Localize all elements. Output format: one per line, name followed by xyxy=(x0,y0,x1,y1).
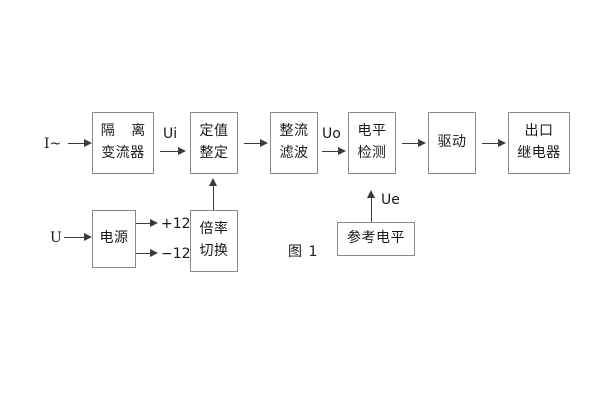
signal-ui-label: Ui xyxy=(163,126,178,142)
signal-ue-label: Ue xyxy=(381,192,400,208)
arrowhead-uo xyxy=(338,147,346,155)
arrowhead-rail-pos xyxy=(150,219,158,227)
block-level-detect-line2: 检测 xyxy=(357,145,387,161)
arrowhead-ui xyxy=(178,147,186,155)
arrowhead-rail-neg xyxy=(150,249,158,257)
block-isolation-ct-line2: 变流器 xyxy=(101,145,145,161)
connector-uo xyxy=(322,151,340,152)
connector-ui xyxy=(160,151,180,152)
arrowhead-drive-to-relay xyxy=(498,139,506,147)
figure-caption: 图 1 xyxy=(288,244,319,260)
block-rectify-filter-line2: 滤波 xyxy=(279,145,309,161)
arrowhead-input-current xyxy=(84,139,92,147)
block-ratio-switch-line1: 倍率 xyxy=(199,221,229,238)
connector-rail-neg xyxy=(136,253,152,254)
connector-ue xyxy=(371,196,372,222)
connector-drive-to-relay xyxy=(482,143,500,144)
connector-setting-to-rectify xyxy=(244,143,262,144)
block-power-supply-line1: 电源 xyxy=(99,230,129,247)
block-isolation-ct[interactable]: 隔 离 变流器 xyxy=(92,112,154,174)
block-output-relay-line1: 出口 xyxy=(524,123,554,140)
arrowhead-ue xyxy=(367,190,375,198)
arrowhead-input-voltage xyxy=(84,233,92,241)
arrowhead-ratio-to-setting xyxy=(209,178,217,186)
arrowhead-level-to-drive xyxy=(418,139,426,147)
block-isolation-ct-line1: 隔 离 xyxy=(100,123,152,140)
block-reference-level[interactable]: 参考电平 xyxy=(337,222,415,256)
block-drive[interactable]: 驱动 xyxy=(428,112,476,174)
signal-uo-label: Uo xyxy=(322,126,341,142)
block-setting[interactable]: 定值 整定 xyxy=(190,112,238,174)
connector-input-current xyxy=(68,143,86,144)
block-rectify-filter[interactable]: 整流 滤波 xyxy=(270,112,318,174)
block-level-detect[interactable]: 电平 检测 xyxy=(348,112,396,174)
connector-level-to-drive xyxy=(402,143,420,144)
connector-rail-pos xyxy=(136,223,152,224)
block-setting-line1: 定值 xyxy=(199,123,229,140)
block-setting-line2: 整定 xyxy=(199,145,229,161)
block-reference-level-line1: 参考电平 xyxy=(347,230,405,247)
connector-input-voltage xyxy=(64,237,86,238)
block-output-relay[interactable]: 出口 继电器 xyxy=(508,112,570,174)
block-drive-line1: 驱动 xyxy=(437,134,467,151)
input-voltage-label: U xyxy=(50,230,62,246)
block-power-supply[interactable]: 电源 xyxy=(92,210,136,268)
connector-ratio-to-setting xyxy=(213,184,214,210)
block-ratio-switch-line2: 切换 xyxy=(199,243,229,259)
block-rectify-filter-line1: 整流 xyxy=(279,123,309,140)
block-output-relay-line2: 继电器 xyxy=(517,145,561,161)
arrowhead-setting-to-rectify xyxy=(260,139,268,147)
block-level-detect-line1: 电平 xyxy=(357,123,387,140)
block-ratio-switch[interactable]: 倍率 切换 xyxy=(190,210,238,272)
input-current-label: I~ xyxy=(44,136,62,152)
